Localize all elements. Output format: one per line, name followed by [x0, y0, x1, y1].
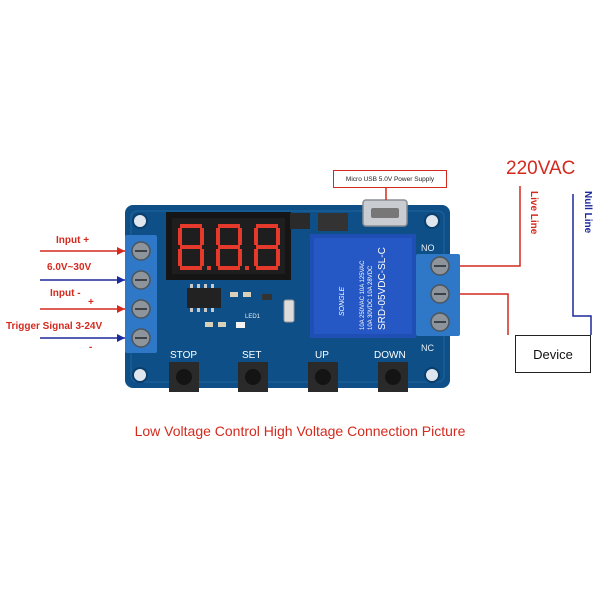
device-label: Device	[533, 346, 573, 362]
silk-nc: NC	[421, 343, 434, 353]
usb-supply-text: Micro USB 5.0V Power Supply	[345, 175, 435, 183]
led-indicator	[236, 322, 245, 328]
label-input-minus: Input -	[50, 288, 81, 299]
relay-brand: SONGLE	[339, 286, 346, 316]
silk-led1: LED1	[245, 314, 261, 320]
button-label-down: DOWN	[374, 350, 406, 361]
silk-no: NO	[421, 243, 435, 253]
left-terminal-block	[125, 235, 157, 353]
label-minus-sign: -	[89, 342, 92, 353]
label-220vac: 220VAC	[506, 158, 576, 179]
device-box: Device	[515, 335, 591, 373]
tact-buttons	[169, 362, 408, 392]
ic-chip	[187, 288, 221, 308]
button-label-set: SET	[242, 350, 261, 361]
relay-model: SRD-05VDC-SL-C	[377, 247, 388, 330]
label-plus-sign: +	[88, 297, 94, 308]
mains-wiring	[460, 186, 592, 335]
display-digits	[178, 224, 280, 270]
label-trigger-signal: Trigger Signal 3-24V	[6, 321, 102, 332]
usb-supply-callout: Micro USB 5.0V Power Supply	[333, 170, 447, 188]
button-label-stop: STOP	[170, 350, 197, 361]
button-label-up: UP	[315, 350, 329, 361]
relay-rating-2: 10A 30VDC 10A 28VDC	[368, 265, 374, 330]
label-null-line: Null Line	[582, 191, 593, 234]
mount-hole	[132, 367, 148, 383]
input-wires	[40, 247, 125, 342]
mount-hole	[132, 213, 148, 229]
relay-rating-1: 10A 250VAC 10A 125VAC	[360, 260, 366, 330]
label-live-line: Live Line	[528, 191, 539, 235]
diagram-caption: Low Voltage Control High Voltage Connect…	[134, 423, 466, 439]
mount-hole	[424, 213, 440, 229]
mount-hole	[424, 367, 440, 383]
label-voltage-range: 6.0V~30V	[47, 262, 92, 273]
label-input-plus: Input +	[56, 235, 89, 246]
